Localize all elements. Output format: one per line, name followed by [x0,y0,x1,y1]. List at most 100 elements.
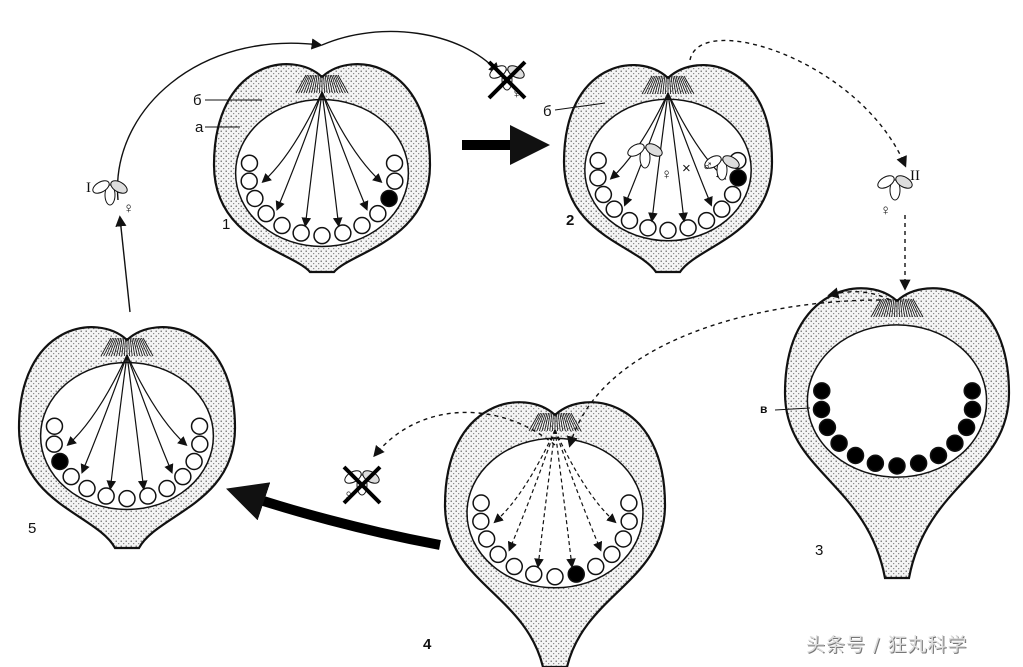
flight-arrow [554,429,576,569]
flower [313,226,331,245]
ostiole-scales [561,412,566,432]
ostiole-scales [659,75,664,95]
ostiole-scales [103,337,113,357]
ostiole-scales [675,75,682,95]
wasp-gall [946,434,964,452]
ostiole-scales [901,298,906,318]
ostiole-scales [118,337,123,357]
fig-stage-5 [17,326,237,550]
wasp-female-dead-stage4 [342,465,382,505]
wasp-wing [92,180,110,194]
ostiole-scales [308,74,315,94]
flower [659,221,677,240]
ostiole-scales [311,74,316,94]
ostiole-scales [544,412,549,432]
flight-arrow [554,429,603,552]
wasp-gall [909,454,928,473]
ostiole-scales [678,75,687,95]
part-label-b-stage2: б [543,103,552,120]
wasp-female-gen1 [92,180,128,206]
ostiole-scales [665,75,667,95]
ostiole-scales [652,75,659,95]
flight-arrow [321,91,343,228]
flower [472,512,490,531]
ostiole-scales [316,74,320,94]
ostiole-scales [336,74,346,94]
wasp-male-stage2 [704,155,740,181]
ostiole-scales [539,412,546,432]
fig-cavity [466,437,644,589]
ostiole-scales [557,412,561,432]
flower [505,557,524,576]
ostiole-scales [329,74,336,94]
fig-cavity [234,98,410,248]
ostiole-scales [549,412,553,432]
ostiole-scales [870,298,882,318]
ostiole-scales [564,412,571,432]
flight-arrow [106,354,128,491]
ostiole-scales [886,298,891,318]
flight-arrow [66,354,128,447]
ostiole-scales [906,298,913,318]
flower [679,219,697,237]
ostiole-scales [319,74,321,94]
ostiole-scales [899,298,903,318]
flower [586,557,605,576]
wasp-female-gen2 [877,175,913,201]
wasp-wing [877,175,895,189]
ostiole-scales [683,75,695,95]
ostiole-scales [670,75,674,95]
flower [525,565,543,583]
ostiole-scales [137,337,146,357]
ostiole-scales [323,74,325,94]
ostiole-scales [303,74,312,94]
flight-arrow [301,91,323,228]
ostiole-scales [552,412,554,432]
ostiole-scales [873,298,883,318]
wasp-gall [929,446,948,465]
female-symbol-dead-stage4: ♀ [343,487,355,504]
ostiole-scales [541,412,548,432]
ostiole-scales [300,74,310,94]
flower [78,479,96,498]
ostiole-scales [306,74,313,94]
ostiole-scales [536,412,545,432]
ostiole-scales [565,412,574,432]
female-symbol-dead-stage1: ♀ [511,85,523,102]
ostiole-scales [654,75,661,95]
wasp-wing [895,175,913,189]
fig-stage-3 [783,287,1011,580]
female-symbol-gen2: ♀ [880,202,892,219]
ostiole-scales [898,298,900,318]
flower [273,216,291,235]
flower [97,487,115,505]
ostiole-scales [141,337,151,357]
ostiole-scales [891,298,895,318]
female-symbol-gen1: ♀ [123,200,135,217]
flight-arrow [126,354,148,491]
ostiole-scales [912,298,924,318]
ostiole-scales [888,298,893,318]
ostiole-scales [295,74,307,94]
flower [594,185,613,204]
ostiole-scales [559,412,564,432]
wasp-wing [627,143,645,157]
female-symbol-stage2: ♀ [661,166,673,183]
flower [713,200,731,218]
ostiole-scales [669,75,671,95]
flower [240,172,258,190]
ostiole-scales [641,75,653,95]
flower [369,204,387,223]
ostiole-scales [113,337,120,357]
ostiole-scales [567,412,577,432]
flower [62,467,80,486]
ostiole-scales [324,74,328,94]
flight-arrow [554,429,617,524]
flower [190,417,209,435]
ostiole-scales [129,337,133,357]
wasp-gall [818,418,837,437]
stage-label-3: 3 [815,542,824,559]
flight-arrow [126,354,174,474]
big-transition-arrow-4-to-5 [226,482,441,550]
ostiole-scales [677,75,684,95]
